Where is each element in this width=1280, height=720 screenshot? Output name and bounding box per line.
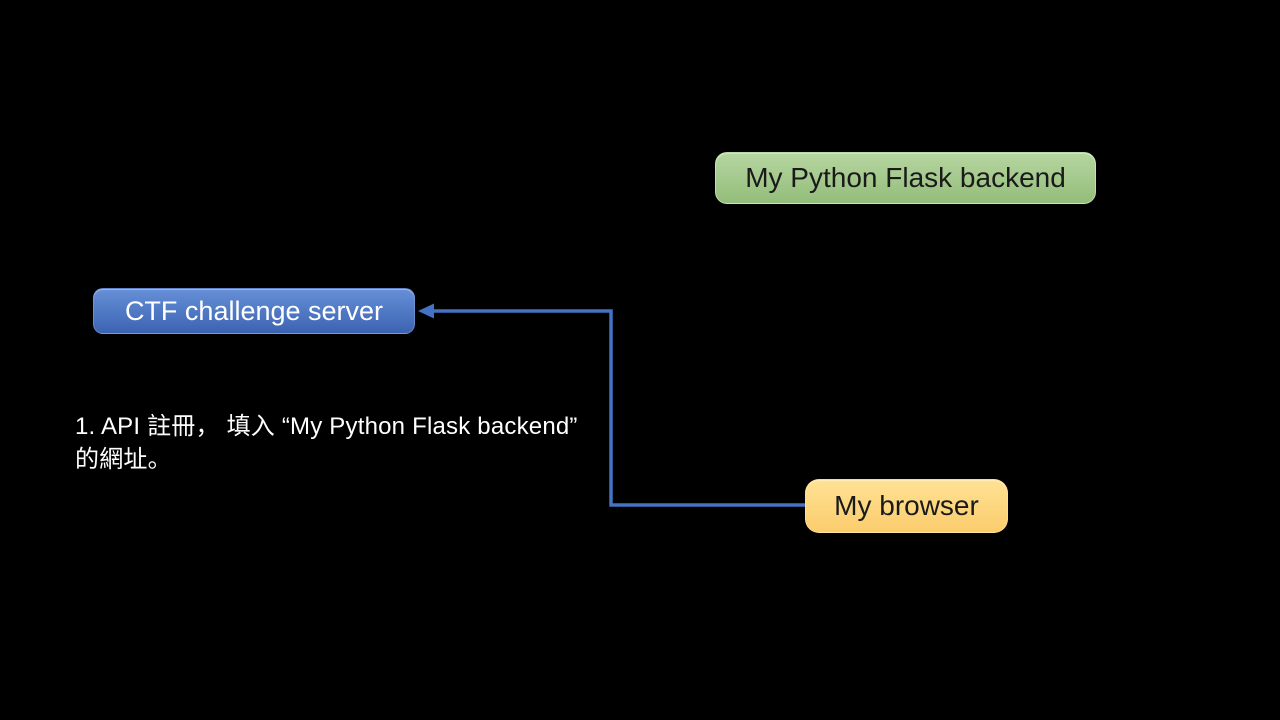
- node-my-browser-label: My browser: [834, 490, 979, 521]
- node-my-browser: My browser: [805, 479, 1008, 533]
- node-ctf-server: CTF challenge server: [93, 288, 415, 334]
- annotation-text: 1. API 註冊， 填入 “My Python Flask backend” …: [75, 410, 635, 476]
- node-flask-backend: My Python Flask backend: [715, 152, 1096, 204]
- annotation-line-1: 1. API 註冊， 填入 “My Python Flask backend”: [75, 413, 578, 440]
- node-flask-backend-label: My Python Flask backend: [745, 162, 1066, 193]
- connector-arrowhead-icon: [418, 303, 434, 319]
- annotation-line-2: 的網址。: [75, 446, 172, 473]
- node-ctf-server-label: CTF challenge server: [124, 295, 384, 326]
